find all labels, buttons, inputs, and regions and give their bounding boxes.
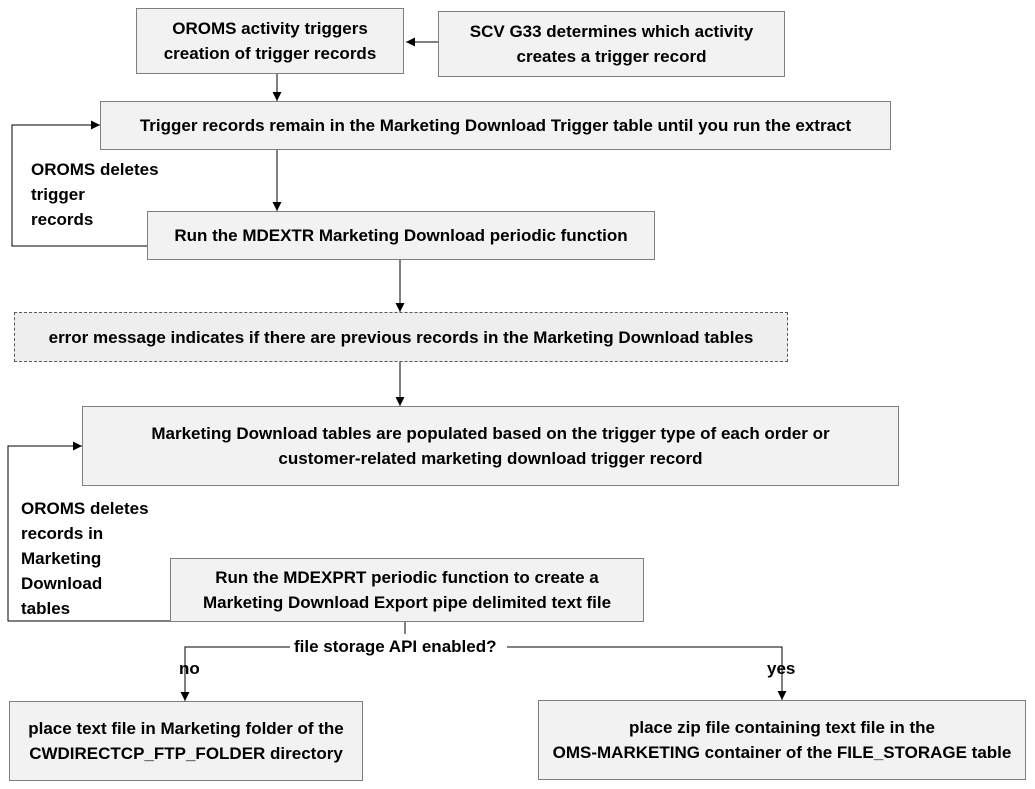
node-trigger-records-remain: Trigger records remain in the Marketing … [100, 101, 891, 150]
label-line: records [31, 210, 94, 229]
node-text: OMS-MARKETING container of the FILE_STOR… [552, 743, 1012, 762]
loop-delete-trigger-records [11, 120, 147, 247]
label-deletes-table-records: OROMS deletes records in Marketing Downl… [21, 496, 149, 621]
label-deletes-trigger-records: OROMS deletes trigger records [31, 157, 159, 232]
node-text: place zip file containing text file in t… [628, 718, 936, 737]
node-text: Marketing Download tables are populated … [151, 424, 830, 443]
node-place-zip-file: place zip file containing text file in t… [538, 700, 1026, 780]
node-text: error message indicates if there are pre… [48, 327, 754, 347]
node-text: creation of trigger records [163, 44, 377, 63]
node-error-message: error message indicates if there are pre… [14, 312, 788, 362]
branch-yes-label: yes [767, 659, 796, 678]
label-line: Marketing [21, 549, 102, 568]
node-text: place text file in Marketing folder of t… [28, 719, 344, 738]
loop-delete-table-records [7, 441, 170, 622]
branch-yes [507, 646, 787, 700]
node-oroms-triggers: OROMS activity triggers creation of trig… [136, 8, 404, 74]
node-text: SCV G33 determines which activity [469, 22, 754, 41]
label-line: trigger [31, 185, 85, 204]
decision-label: file storage API enabled? [294, 637, 497, 656]
branch-no-label: no [179, 659, 200, 678]
node-text: CWDIRECTCP_FTP_FOLDER directory [29, 744, 343, 763]
node-text: creates a trigger record [516, 47, 707, 66]
label-line: OROMS deletes [21, 499, 149, 518]
node-tables-populated: Marketing Download tables are populated … [82, 406, 899, 486]
node-run-mdexprt: Run the MDEXPRT periodic function to cre… [170, 558, 644, 622]
node-text: Trigger records remain in the Marketing … [139, 116, 852, 135]
node-run-mdextr: Run the MDEXTR Marketing Download period… [147, 211, 655, 260]
label-line: Download [21, 574, 103, 593]
node-place-text-file: place text file in Marketing folder of t… [9, 701, 363, 781]
node-text: Marketing Download Export pipe delimited… [202, 593, 612, 612]
node-text: customer-related marketing download trig… [278, 449, 703, 468]
branch-no [180, 646, 290, 701]
node-text: Run the MDEXTR Marketing Download period… [174, 226, 628, 245]
label-line: tables [21, 599, 71, 618]
node-text: Run the MDEXPRT periodic function to cre… [215, 568, 599, 587]
label-line: OROMS deletes [31, 160, 159, 179]
node-scv-g33: SCV G33 determines which activity create… [438, 11, 785, 77]
node-text: OROMS activity triggers [172, 19, 368, 38]
label-line: records in [21, 524, 104, 543]
